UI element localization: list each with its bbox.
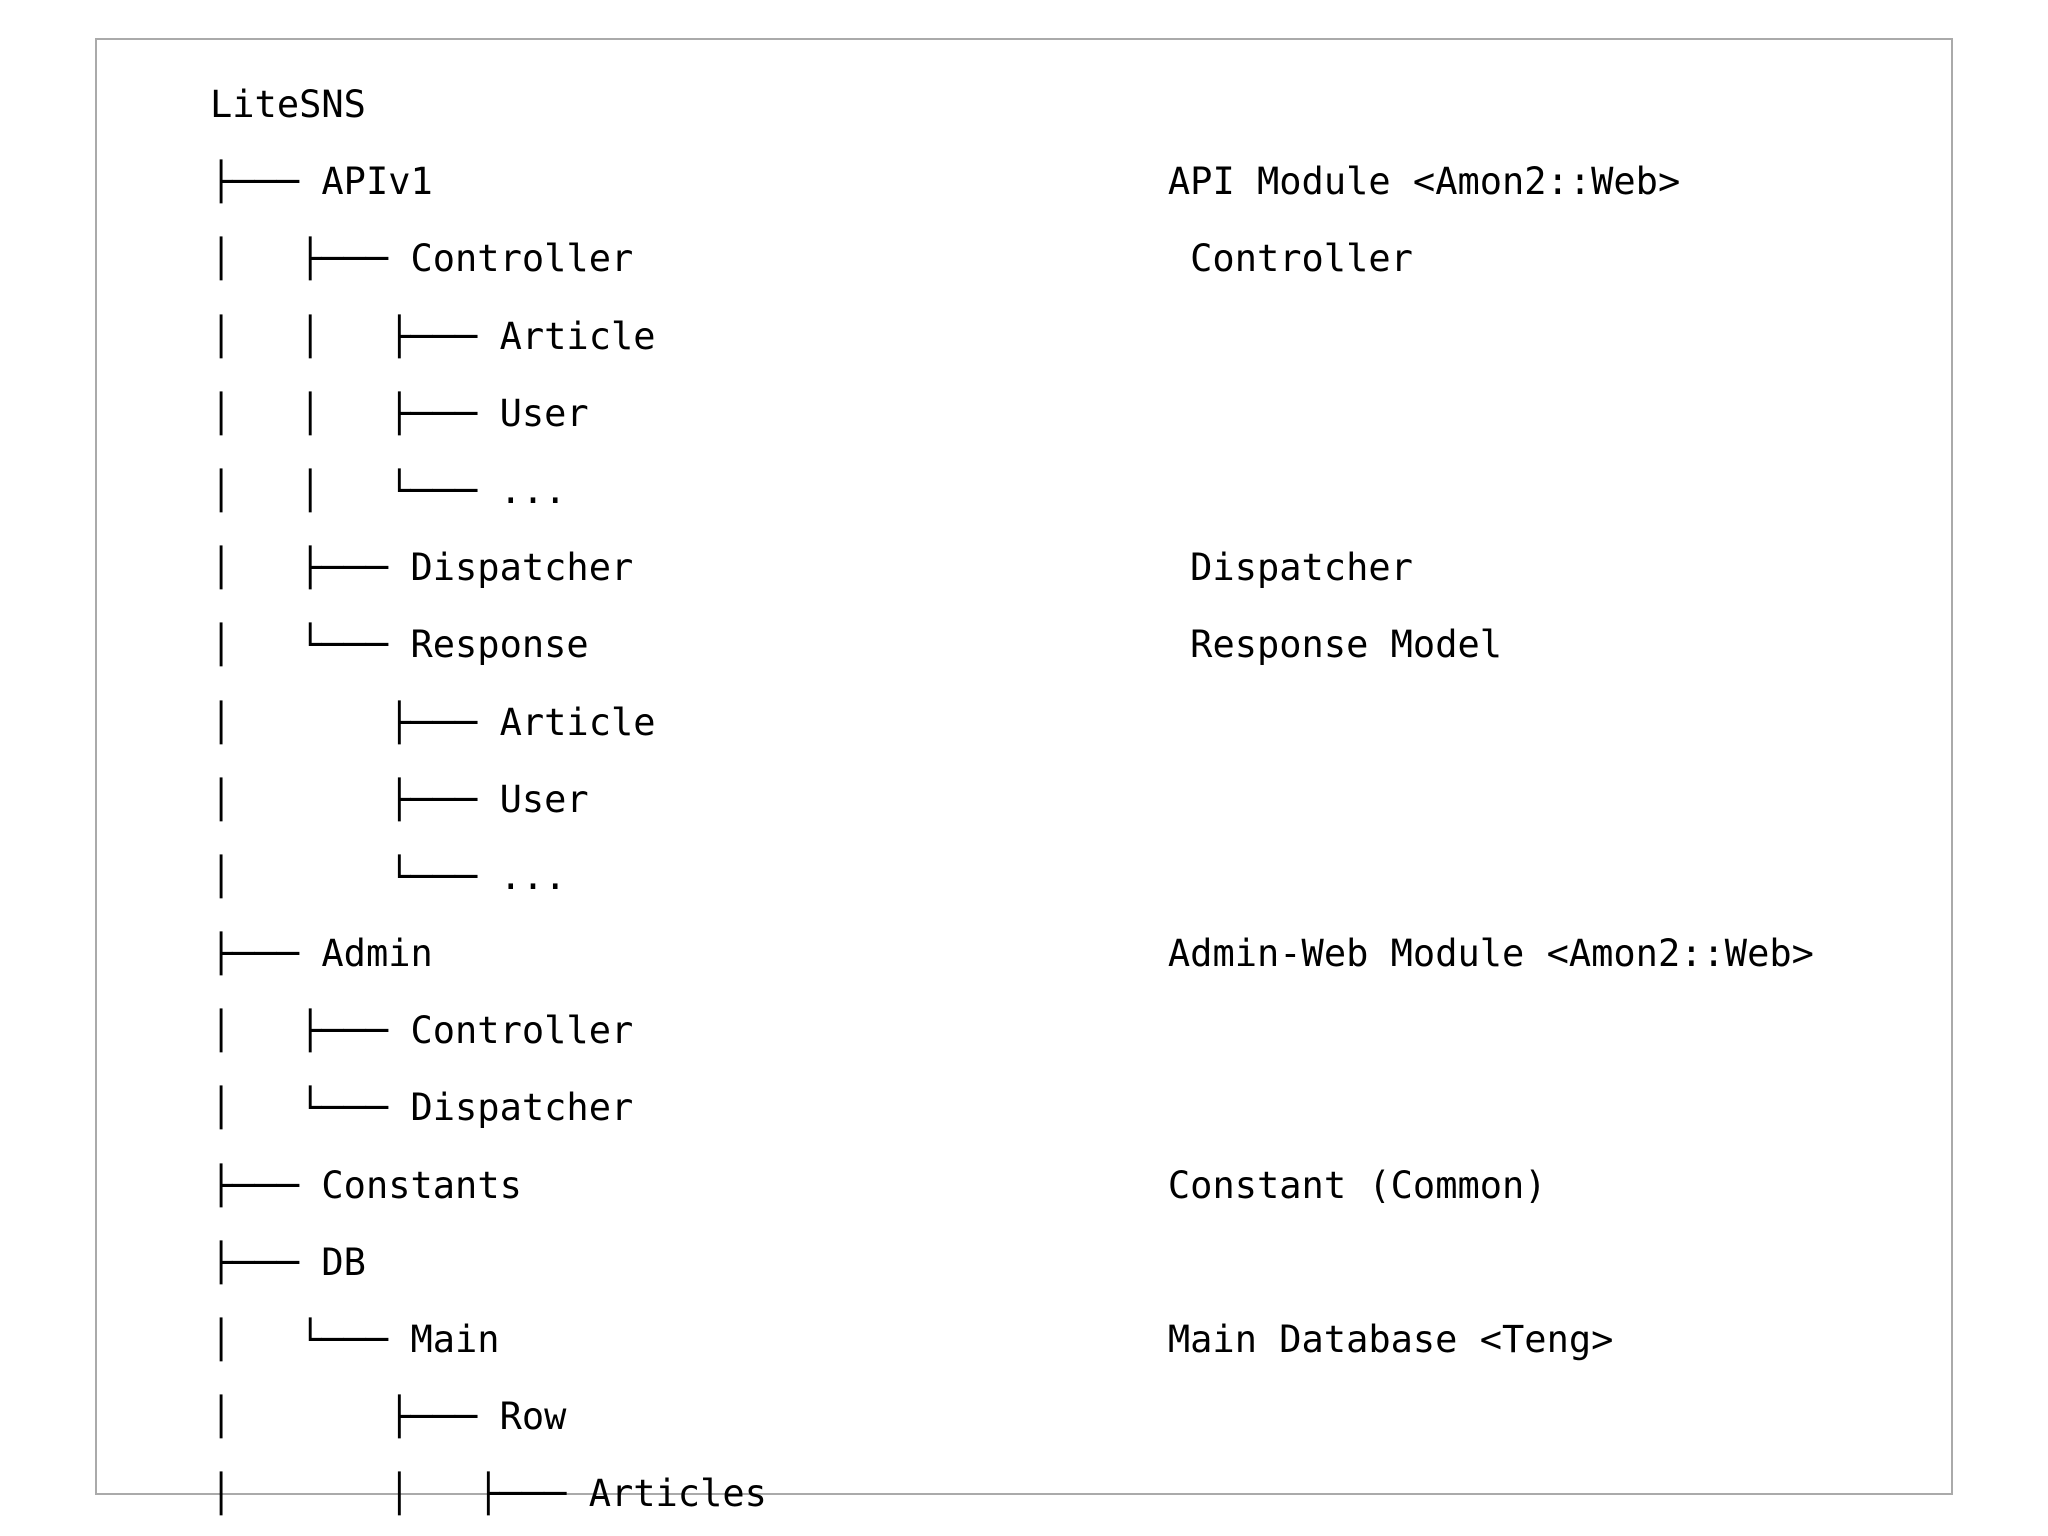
tree-row[interactable]: │ ├─── Article <box>210 700 1814 744</box>
tree-row[interactable]: ├─── Admin Admin-Web Module <Amon2::Web> <box>210 932 1814 976</box>
tree-node-label[interactable]: Response <box>410 623 589 667</box>
tree-branch-glyphs: │ ├─── <box>210 700 500 744</box>
tree-node-label[interactable]: LiteSNS <box>210 83 366 126</box>
tree-row[interactable]: ├─── APIv1 API Module <Amon2::Web> <box>210 160 1814 204</box>
tree-row[interactable]: │ ├─── User <box>210 777 1814 821</box>
tree-node-annotation: Main Database <Teng> <box>1167 1318 1614 1361</box>
tree-branch-glyphs: │ └─── <box>210 1318 411 1361</box>
tree-note-spacer <box>500 1318 1168 1361</box>
tree-node-label[interactable]: Admin <box>321 932 433 976</box>
tree-node-annotation: Admin-Web Module <Amon2::Web> <box>1167 932 1814 976</box>
tree-node-annotation: Dispatcher <box>1167 546 1413 590</box>
tree-branch-glyphs: │ ├─── <box>210 237 411 281</box>
tree-branch-glyphs: │ ├─── <box>210 1009 411 1053</box>
tree-branch-glyphs: ├─── <box>210 1240 322 1284</box>
tree-row[interactable]: │ │ ├─── Article <box>210 314 1814 358</box>
tree-row[interactable]: │ └─── ... <box>210 854 1814 898</box>
tree-node-label[interactable]: Row <box>499 1395 567 1439</box>
tree-branch-glyphs: │ ├─── <box>210 777 500 821</box>
tree-branch-glyphs: │ ├─── <box>210 1395 500 1439</box>
tree-node-label[interactable]: Controller <box>410 237 634 281</box>
tree-node-label[interactable]: Article <box>499 700 656 744</box>
tree-row[interactable]: │ ├─── Controller Controller <box>210 240 1814 279</box>
tree-node-annotation: API Module <Amon2::Web> <box>1167 160 1681 204</box>
tree-row[interactable]: │ │ ├─── User <box>210 391 1814 435</box>
tree-row[interactable]: │ │ └─── ... <box>210 468 1814 512</box>
tree-note-spacer <box>633 546 1168 589</box>
tree-row[interactable]: ├─── Constants Constant (Common) <box>210 1163 1814 1207</box>
tree-branch-glyphs: │ │ ├─── <box>210 314 500 358</box>
tree-note-spacer <box>433 160 1168 203</box>
tree-row[interactable]: │ ├─── Dispatcher Dispatcher <box>210 546 1814 590</box>
tree-row[interactable]: ├─── DB <box>210 1240 1814 1284</box>
tree-node-label[interactable]: ... <box>499 468 567 512</box>
diagram-frame: LiteSNS ├─── APIv1 API Module <Amon2::We… <box>95 38 1953 1513</box>
tree-node-annotation: Response Model <box>1167 623 1503 667</box>
tree-node-label[interactable]: Dispatcher <box>410 1086 634 1130</box>
tree-branch-glyphs: │ ├─── <box>210 546 411 590</box>
tree-node-label[interactable]: Controller <box>410 1009 634 1053</box>
tree-branch-glyphs: │ └─── <box>210 1086 411 1130</box>
directory-tree-listing: LiteSNS ├─── APIv1 API Module <Amon2::We… <box>210 83 1814 1536</box>
tree-row[interactable]: │ └─── Response Response Model <box>210 626 1814 665</box>
tree-node-label[interactable]: Dispatcher <box>410 546 634 590</box>
tree-node-label[interactable]: Articles <box>588 1472 767 1516</box>
tree-node-label[interactable]: ... <box>499 854 567 898</box>
tree-note-spacer <box>633 237 1168 280</box>
tree-node-annotation: Constant (Common) <box>1167 1163 1547 1207</box>
tree-branch-glyphs: │ │ └─── <box>210 468 500 512</box>
tree-branch-glyphs: ├─── <box>210 932 322 976</box>
tree-node-label[interactable]: DB <box>321 1240 366 1284</box>
tree-node-annotation: Controller <box>1167 237 1413 281</box>
tree-node-label[interactable]: Constants <box>321 1163 522 1207</box>
tree-node-label[interactable]: User <box>499 391 589 435</box>
tree-branch-glyphs: ├─── <box>210 1163 322 1207</box>
tree-node-label[interactable]: Article <box>499 314 656 358</box>
tree-row[interactable]: │ ├─── Controller <box>210 1009 1814 1053</box>
tree-row[interactable]: │ └─── Main Main Database <Teng> <box>210 1318 1814 1361</box>
tree-note-spacer <box>433 932 1168 975</box>
tree-branch-glyphs: │ └─── <box>210 854 500 898</box>
tree-note-spacer <box>589 623 1168 666</box>
tree-node-label[interactable]: APIv1 <box>321 160 433 204</box>
tree-branch-glyphs: │ │ ├─── <box>210 1472 589 1516</box>
tree-note-spacer <box>522 1164 1168 1207</box>
tree-row[interactable]: │ ├─── Row <box>210 1395 1814 1439</box>
tree-row[interactable]: │ └─── Dispatcher <box>210 1089 1814 1128</box>
tree-branch-glyphs: │ └─── <box>210 623 411 667</box>
tree-row[interactable]: LiteSNS <box>210 83 1814 126</box>
tree-branch-glyphs: │ │ ├─── <box>210 391 500 435</box>
tree-row[interactable]: │ │ ├─── Articles <box>210 1475 1814 1514</box>
tree-node-label[interactable]: User <box>499 777 589 821</box>
tree-branch-glyphs: ├─── <box>210 160 322 204</box>
tree-node-label[interactable]: Main <box>410 1318 500 1361</box>
